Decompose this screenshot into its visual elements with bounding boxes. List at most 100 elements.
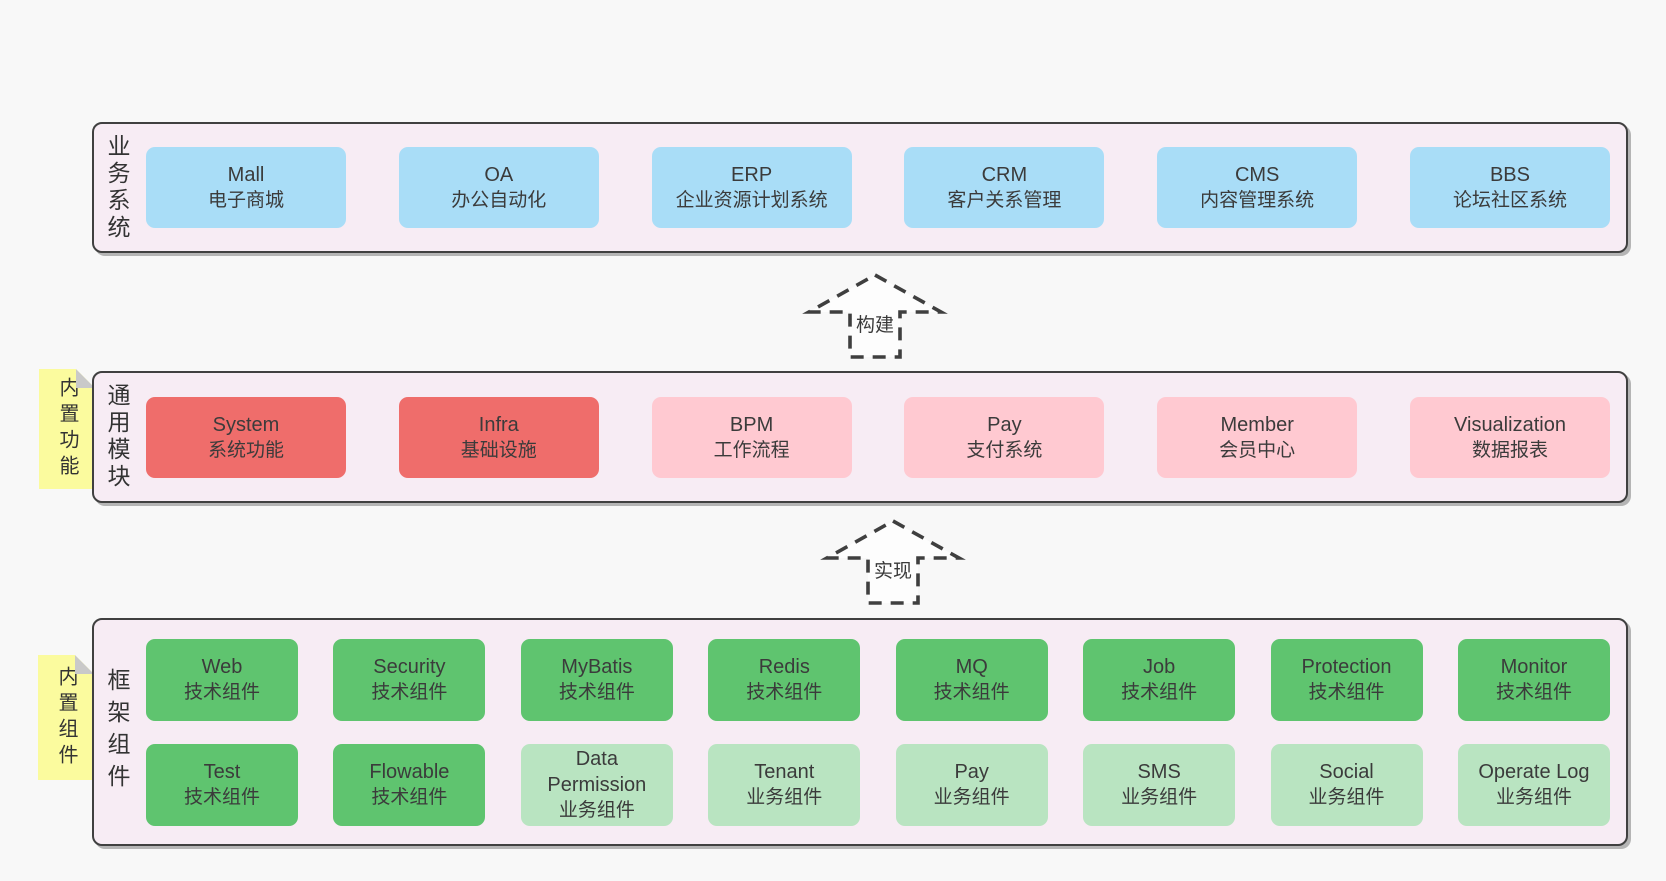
box-name: Pay xyxy=(954,761,989,783)
box-name: Security xyxy=(373,656,446,678)
box-desc: 技术组件 xyxy=(558,682,635,703)
box-erp: ERP 企业资源计划系统 xyxy=(651,147,852,228)
box-test: Test 技术组件 xyxy=(146,743,298,826)
box-desc: 会员中心 xyxy=(1219,439,1296,461)
box-bbs: BBS 论坛社区系统 xyxy=(1409,147,1610,228)
box-infra: Infra 基础设施 xyxy=(398,396,599,478)
box-desc: 论坛社区系统 xyxy=(1452,190,1567,211)
box-name: Job xyxy=(1142,656,1176,678)
box-desc: 技术组件 xyxy=(183,787,260,808)
box-name: Pay xyxy=(987,413,1022,436)
box-pay-module: Pay 支付系统 xyxy=(904,396,1105,478)
arrow-shape xyxy=(802,272,948,359)
box-desc: 办公自动化 xyxy=(451,190,547,211)
implement-arrow-icon: 实现 xyxy=(820,518,966,605)
box-desc: 技术组件 xyxy=(183,682,260,703)
box-name: Infra xyxy=(478,413,519,436)
box-desc: 技术组件 xyxy=(1121,682,1198,703)
band-common-modules-content: System 系统功能 Infra 基础设施 BPM 工作流程 Pay 支付系统… xyxy=(146,396,1610,478)
box-name: ERP xyxy=(731,164,773,186)
arrow-label: 实现 xyxy=(874,560,912,582)
box-desc: 企业资源计划系统 xyxy=(675,190,828,211)
sticky-note-builtin-components: 内置组件 xyxy=(38,655,94,780)
box-web: Web 技术组件 xyxy=(146,638,298,721)
box-monitor: Monitor 技术组件 xyxy=(1457,638,1610,721)
box-name: MyBatis xyxy=(561,656,633,678)
box-name: Test xyxy=(203,761,241,783)
box-name: Social xyxy=(1319,761,1374,783)
box-desc: 电子商城 xyxy=(207,190,284,211)
band-business-systems-label: 业务系统 xyxy=(104,133,130,242)
box-operate-log: Operate Log 业务组件 xyxy=(1457,743,1610,826)
box-protection: Protection 技术组件 xyxy=(1270,638,1423,721)
box-cms: CMS 内容管理系统 xyxy=(1157,147,1358,228)
sticky-note-text: 内置功能 xyxy=(56,377,78,481)
box-name: Monitor xyxy=(1500,656,1568,678)
box-desc: 工作流程 xyxy=(713,439,790,461)
box-name: CMS xyxy=(1234,164,1280,186)
box-mybatis: MyBatis 技术组件 xyxy=(520,638,673,721)
box-desc: 客户关系管理 xyxy=(947,190,1062,211)
build-arrow-icon: 构建 xyxy=(802,272,948,359)
box-flowable: Flowable 技术组件 xyxy=(333,743,486,826)
box-desc: 技术组件 xyxy=(933,682,1010,703)
arrow-shape xyxy=(820,518,966,605)
band-framework-components-label: 框架组件 xyxy=(104,668,130,796)
box-desc: 业务组件 xyxy=(933,787,1010,808)
box-desc: 技术组件 xyxy=(1308,682,1385,703)
box-desc: 业务组件 xyxy=(558,800,635,821)
band-common-modules: 通用模块 System 系统功能 Infra 基础设施 BPM 工作流程 Pay… xyxy=(92,371,1628,503)
band-business-systems-content: Mall 电子商城 OA 办公自动化 ERP 企业资源计划系统 CRM 客户关系… xyxy=(146,147,1610,228)
box-social: Social 业务组件 xyxy=(1270,743,1423,826)
box-data-permission: Data Permission 业务组件 xyxy=(520,743,673,826)
box-name: MQ xyxy=(955,656,988,678)
box-member: Member 会员中心 xyxy=(1157,396,1358,478)
box-mq: MQ 技术组件 xyxy=(895,638,1048,721)
box-desc: 基础设施 xyxy=(460,439,537,461)
box-desc: 业务组件 xyxy=(1121,787,1198,808)
box-security: Security 技术组件 xyxy=(333,638,486,721)
band-business-systems: 业务系统 Mall 电子商城 OA 办公自动化 ERP 企业资源计划系统 CRM… xyxy=(92,122,1628,253)
band-framework-components: 框架组件 Web 技术组件 Security 技术组件 MyBatis 技术组件… xyxy=(92,618,1628,846)
box-desc: 技术组件 xyxy=(746,682,823,703)
box-name: OA xyxy=(484,164,514,186)
box-desc: 支付系统 xyxy=(966,439,1043,461)
box-desc: 系统功能 xyxy=(207,439,284,461)
box-name: Web xyxy=(201,656,243,678)
band-common-modules-label: 通用模块 xyxy=(104,383,130,491)
sticky-note-builtin-features: 内置功能 xyxy=(39,369,95,489)
box-pay-component: Pay 业务组件 xyxy=(895,743,1048,826)
box-crm: CRM 客户关系管理 xyxy=(904,147,1105,228)
box-desc: 内容管理系统 xyxy=(1200,190,1315,211)
band-framework-components-content: Web 技术组件 Security 技术组件 MyBatis 技术组件 Redi… xyxy=(146,638,1610,826)
box-name: Protection xyxy=(1301,656,1392,678)
arrow-label: 构建 xyxy=(856,314,894,336)
box-name: BBS xyxy=(1489,164,1530,186)
box-name: Redis xyxy=(758,656,810,678)
box-name: Data Permission xyxy=(547,748,647,796)
box-oa: OA 办公自动化 xyxy=(398,147,599,228)
box-mall: Mall 电子商城 xyxy=(146,147,346,228)
box-name: BPM xyxy=(729,413,774,436)
box-name: Flowable xyxy=(369,761,450,783)
box-name: Mall xyxy=(227,164,265,186)
box-sms: SMS 业务组件 xyxy=(1083,743,1236,826)
box-name: SMS xyxy=(1137,761,1181,783)
box-desc: 技术组件 xyxy=(1495,682,1572,703)
box-desc: 技术组件 xyxy=(371,682,448,703)
box-desc: 技术组件 xyxy=(371,787,448,808)
box-name: Visualization xyxy=(1454,413,1566,436)
box-name: Tenant xyxy=(754,761,815,783)
box-name: CRM xyxy=(981,164,1028,186)
box-system: System 系统功能 xyxy=(146,396,346,478)
box-desc: 数据报表 xyxy=(1471,439,1548,461)
box-tenant: Tenant 业务组件 xyxy=(708,743,861,826)
box-desc: 业务组件 xyxy=(1308,787,1385,808)
box-desc: 业务组件 xyxy=(1495,787,1572,808)
box-visualization: Visualization 数据报表 xyxy=(1409,396,1610,478)
box-bpm: BPM 工作流程 xyxy=(651,396,852,478)
box-name: Operate Log xyxy=(1478,761,1590,783)
box-job: Job 技术组件 xyxy=(1083,638,1236,721)
box-name: System xyxy=(212,413,280,436)
